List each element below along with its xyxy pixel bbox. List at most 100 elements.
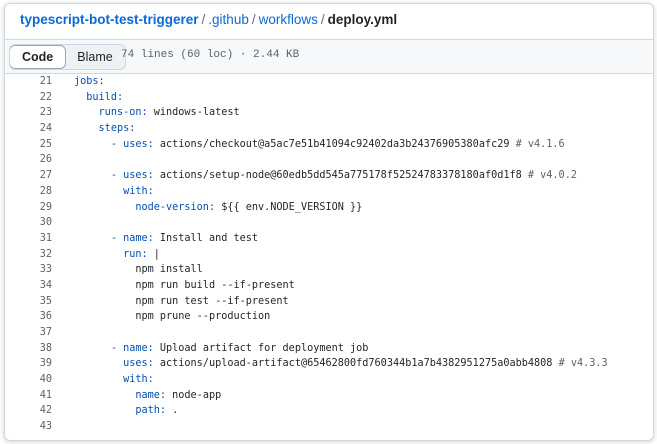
line-number[interactable]: 43 xyxy=(39,421,52,433)
yaml-key: path: xyxy=(135,405,167,417)
file-viewer-panel: typescript-bot-test-triggerer/.github/wo… xyxy=(4,3,654,441)
yaml-key: - name: xyxy=(110,342,154,354)
code-indent xyxy=(74,296,135,307)
yaml-value: windows-latest xyxy=(147,107,240,119)
code-line: 33 npm install xyxy=(5,262,653,278)
code-line: 23 runs-on: windows-latest xyxy=(5,105,653,121)
code-indent xyxy=(74,186,123,197)
code-content: steps: xyxy=(74,121,136,137)
code-content: run: | xyxy=(74,247,160,263)
line-number[interactable]: 36 xyxy=(39,311,52,323)
file-toolbar: Code Blame 74 lines (60 loc) · 2.44 KB xyxy=(5,39,653,74)
breadcrumb-workflows-link[interactable]: workflows xyxy=(258,12,318,27)
code-indent xyxy=(74,343,111,354)
line-number[interactable]: 40 xyxy=(39,374,52,386)
line-number[interactable]: 32 xyxy=(39,248,52,260)
code-indent xyxy=(74,233,111,244)
yaml-value: actions/setup-node@60edb5dd545a775178f52… xyxy=(153,170,528,182)
code-indent xyxy=(74,264,135,275)
yaml-value: ${{ env.NODE_VERSION }} xyxy=(215,201,363,213)
code-line: 29 node-version: ${{ env.NODE_VERSION }} xyxy=(5,200,653,216)
code-indent xyxy=(74,123,99,134)
line-number[interactable]: 42 xyxy=(39,405,52,417)
code-content: jobs: xyxy=(74,74,105,90)
yaml-key: steps: xyxy=(98,123,136,135)
code-line: 31 - name: Install and test xyxy=(5,231,653,247)
line-number[interactable]: 24 xyxy=(39,123,52,135)
yaml-comment: # v4.3.3 xyxy=(558,358,608,370)
line-number[interactable]: 39 xyxy=(39,358,52,370)
code-content: path: . xyxy=(74,403,178,419)
breadcrumb-repo-link[interactable]: typescript-bot-test-triggerer xyxy=(20,12,199,27)
code-indent xyxy=(74,202,135,213)
line-number[interactable]: 38 xyxy=(39,342,52,354)
code-line: 26 xyxy=(5,152,653,168)
line-number[interactable]: 29 xyxy=(39,201,52,213)
code-content: uses: actions/upload-artifact@65462800fd… xyxy=(74,356,608,372)
line-number[interactable]: 28 xyxy=(39,185,52,197)
code-content: runs-on: windows-latest xyxy=(74,105,240,121)
line-number[interactable]: 37 xyxy=(39,327,52,338)
code-content: name: node-app xyxy=(74,388,221,404)
code-content: with: xyxy=(74,372,154,388)
line-number[interactable]: 26 xyxy=(39,154,52,166)
line-number[interactable]: 34 xyxy=(39,279,52,291)
line-number[interactable]: 23 xyxy=(39,107,52,119)
code-line: 32 run: | xyxy=(5,247,653,263)
code-indent xyxy=(74,358,123,369)
line-number[interactable]: 41 xyxy=(39,389,52,401)
code-line: 39 uses: actions/upload-artifact@6546280… xyxy=(5,356,653,372)
breadcrumb-separator: / xyxy=(251,12,256,27)
code-content: npm run build --if-present xyxy=(74,278,294,294)
yaml-comment: # v4.0.2 xyxy=(527,170,577,182)
yaml-key: with: xyxy=(123,185,154,197)
yaml-key: jobs: xyxy=(74,76,105,87)
breadcrumb-separator: / xyxy=(320,12,325,27)
code-content: with: xyxy=(74,184,154,200)
code-content: build: xyxy=(74,90,123,106)
line-number[interactable]: 27 xyxy=(39,170,52,182)
code-indent xyxy=(74,280,135,291)
line-number[interactable]: 31 xyxy=(39,232,52,244)
code-indent xyxy=(74,139,111,150)
code-line: 41 name: node-app xyxy=(5,388,653,404)
code-indent xyxy=(74,92,86,103)
code-indent xyxy=(74,107,99,118)
code-line: 36 npm prune --production xyxy=(5,309,653,325)
code-line: 25 - uses: actions/checkout@a5ac7e51b410… xyxy=(5,137,653,153)
yaml-value: npm install xyxy=(135,264,203,276)
code-line: 38 - name: Upload artifact for deploymen… xyxy=(5,341,653,357)
yaml-key: node-version: xyxy=(135,201,216,213)
line-number[interactable]: 21 xyxy=(39,76,52,87)
yaml-value: actions/upload-artifact@65462800fd760344… xyxy=(153,358,559,370)
yaml-key: - uses: xyxy=(110,170,154,182)
line-number[interactable]: 22 xyxy=(39,91,52,103)
line-number[interactable]: 33 xyxy=(39,264,52,276)
yaml-key: uses: xyxy=(123,358,154,370)
code-content: npm run test --if-present xyxy=(74,294,288,310)
breadcrumb-separator: / xyxy=(201,12,206,27)
code-line: 40 with: xyxy=(5,372,653,388)
code-line: 24 steps: xyxy=(5,121,653,137)
yaml-key: name: xyxy=(135,389,167,401)
code-line: 42 path: . xyxy=(5,403,653,419)
yaml-key: runs-on: xyxy=(98,107,148,119)
code-indent xyxy=(74,249,123,260)
line-number[interactable]: 30 xyxy=(39,217,52,229)
breadcrumb: typescript-bot-test-triggerer/.github/wo… xyxy=(20,12,397,27)
yaml-key: run: xyxy=(123,248,148,260)
line-number[interactable]: 25 xyxy=(39,138,52,150)
code-line: 37 xyxy=(5,325,653,341)
code-view-button[interactable]: Code xyxy=(9,45,67,69)
yaml-value: npm prune --production xyxy=(135,311,271,323)
code-line: 43 xyxy=(5,419,653,435)
code-content: - name: Upload artifact for deployment j… xyxy=(74,341,369,357)
code-indent xyxy=(74,405,135,416)
code-content: - name: Install and test xyxy=(74,231,258,247)
blame-view-button[interactable]: Blame xyxy=(77,50,113,64)
code-line: 21 jobs: xyxy=(5,74,653,90)
breadcrumb-github-link[interactable]: .github xyxy=(208,12,249,27)
code-content: - uses: actions/setup-node@60edb5dd545a7… xyxy=(74,168,577,184)
line-number[interactable]: 35 xyxy=(39,295,52,307)
